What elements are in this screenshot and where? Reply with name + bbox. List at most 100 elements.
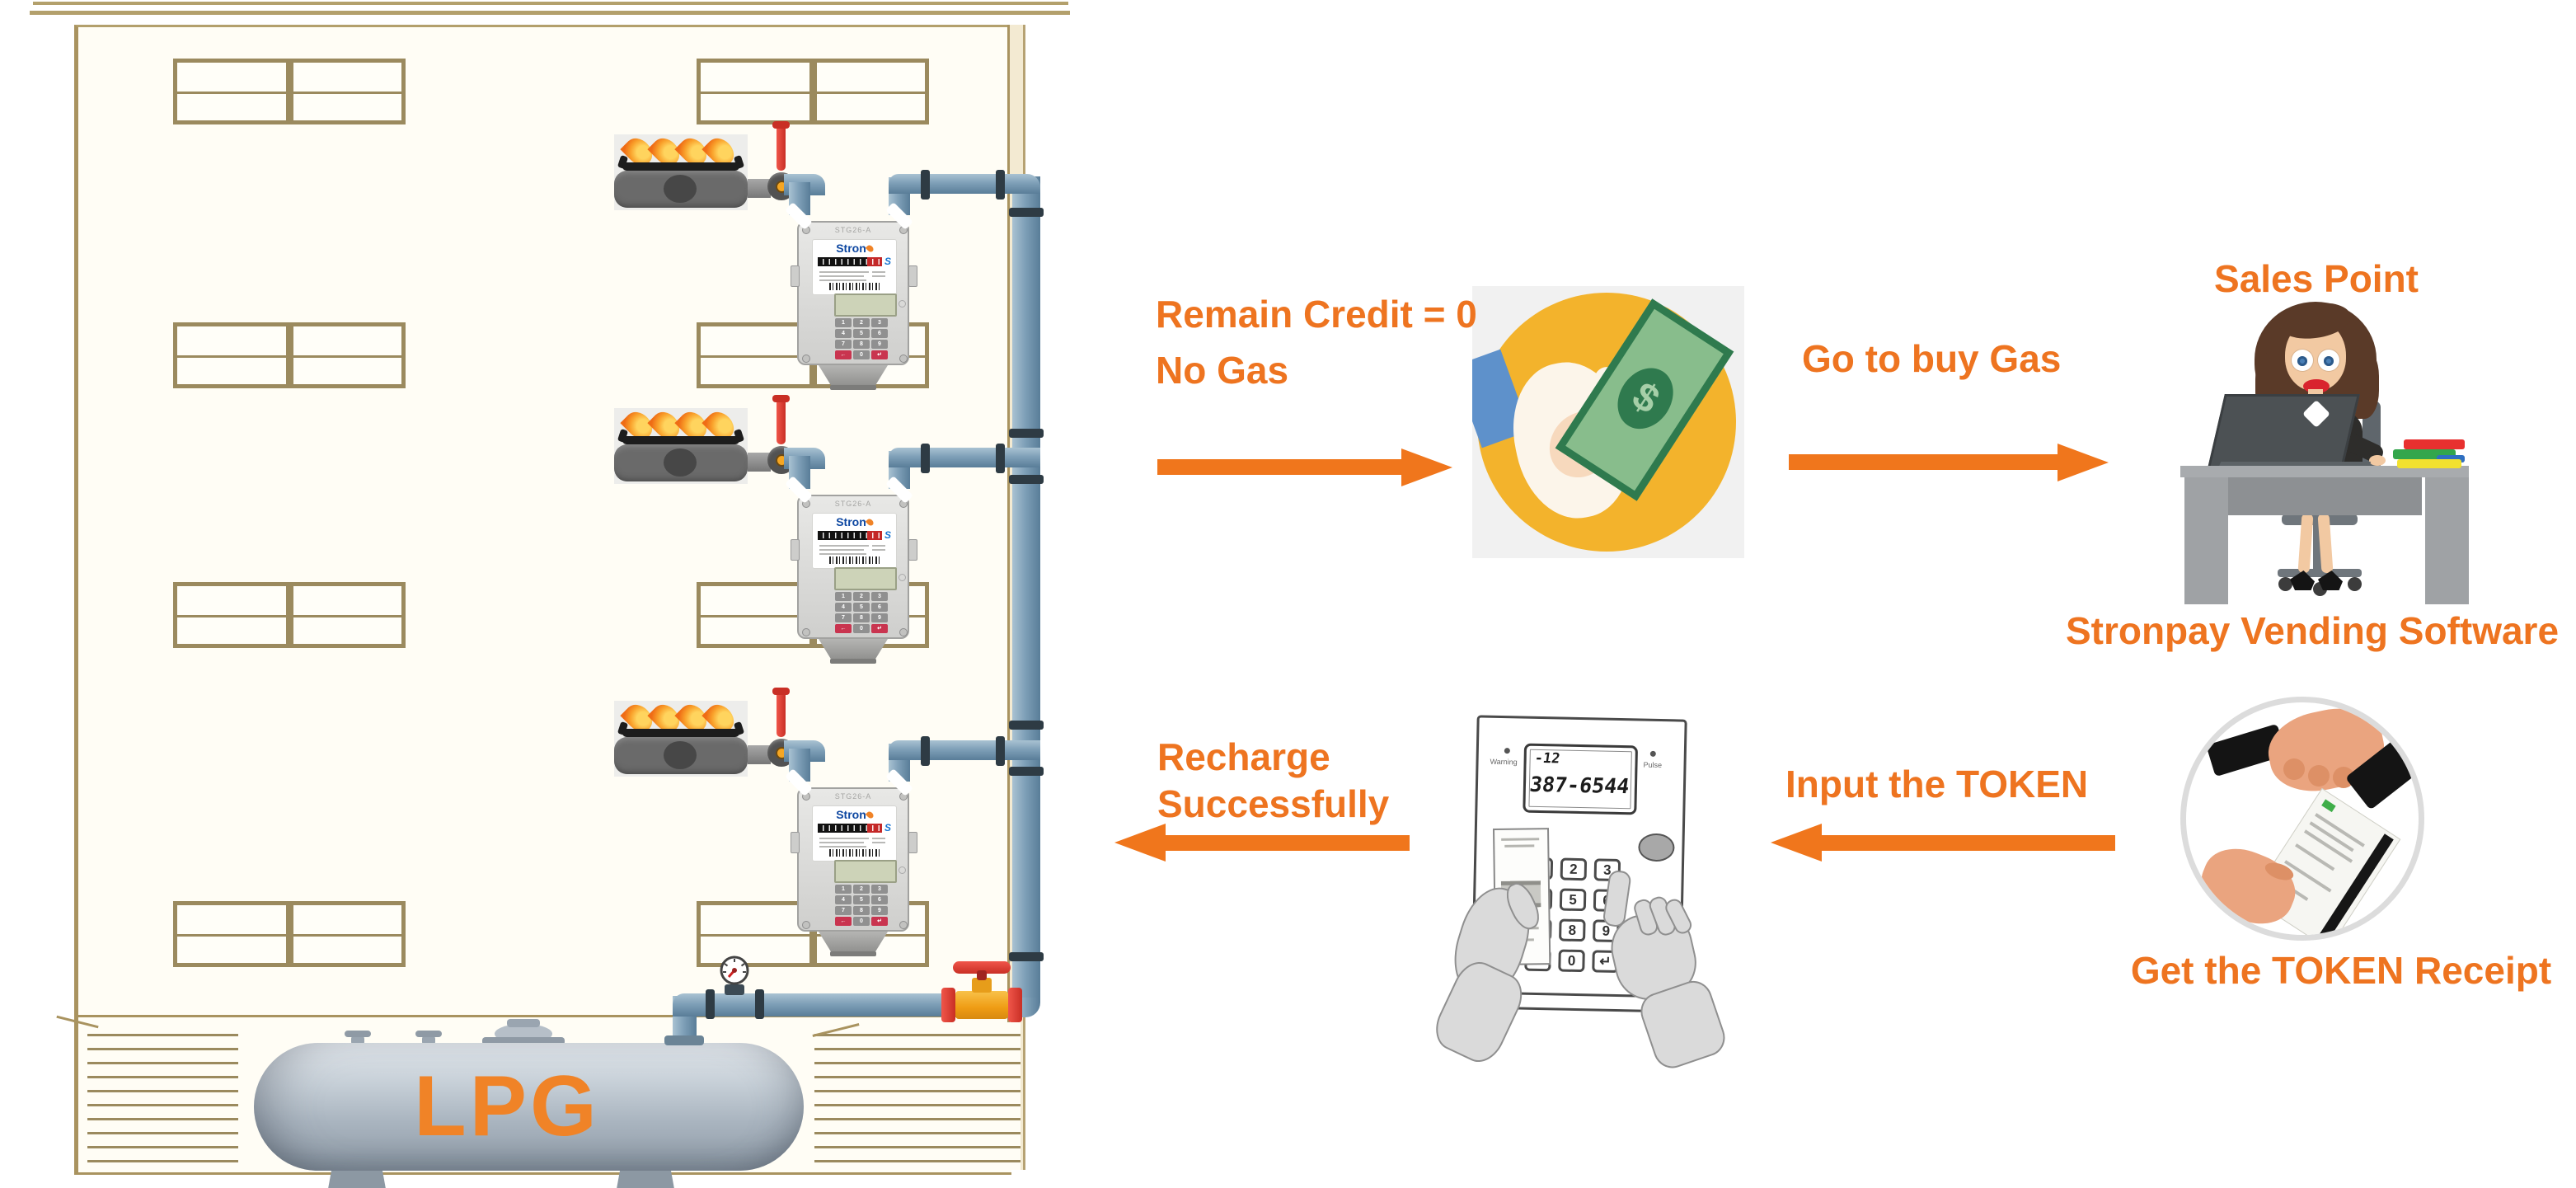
main-valve-hub <box>977 970 987 980</box>
receipt-text-line <box>1504 844 1535 848</box>
spec-line <box>872 545 885 547</box>
pipe-coupling <box>1009 767 1044 776</box>
foundation-top-line <box>74 1015 1021 1017</box>
arrow-left-icon <box>1114 824 1166 862</box>
arrow-device-to-meter <box>1162 835 1410 851</box>
key-1: 1 <box>835 592 852 601</box>
meter-keypad-device-illustration: Warning Pulse -12 387-6544 235689←0↵ <box>1427 715 1730 1073</box>
meter-led <box>899 574 906 581</box>
key-6: 6 <box>871 329 888 338</box>
recharge-label-line1: Recharge <box>1157 735 1330 778</box>
burner-grate <box>622 162 739 171</box>
meter-led <box>899 866 906 874</box>
key-8: 8 <box>853 613 870 622</box>
spec-line <box>819 846 866 848</box>
key-8: 8 <box>1559 918 1586 942</box>
meter-brand: Stron <box>813 242 896 255</box>
meter-label: Stron S <box>812 239 897 295</box>
desk-leg <box>2184 477 2228 604</box>
gauge-fitting <box>725 984 744 995</box>
key-1: 1 <box>835 885 852 894</box>
knuckle <box>2283 758 2305 780</box>
arrow-receipt-to-device <box>1818 835 2115 851</box>
flame-logo-icon <box>865 810 875 820</box>
window-bar <box>177 355 401 358</box>
meter-model: STG26-A <box>834 226 872 234</box>
window-bar <box>701 92 925 94</box>
meter-tab <box>908 265 917 287</box>
recharge-label-line2: Successfully <box>1157 782 1390 825</box>
meter-base-lip <box>830 385 876 390</box>
screw <box>899 355 908 363</box>
warning-led-icon <box>1504 748 1510 754</box>
chair-base <box>2278 569 2362 577</box>
arrow-left-icon <box>1771 824 1822 862</box>
window-bar <box>177 934 401 937</box>
burner-valve-lever <box>777 398 786 444</box>
key-5: 5 <box>853 895 870 904</box>
key-0: 0 <box>1558 949 1585 973</box>
window <box>173 582 406 648</box>
spec-line <box>872 549 885 551</box>
dollar-sign: $ <box>1606 357 1685 439</box>
desk-top <box>2180 466 2469 477</box>
main-riser-pipe <box>1012 176 1040 998</box>
branch-pipe <box>889 740 1040 760</box>
key-6: 6 <box>871 895 888 904</box>
pipe-coupling <box>1009 208 1044 217</box>
burner-valve-lever-cap <box>772 121 790 129</box>
key-9: 9 <box>871 340 888 349</box>
token-receipt-illustration <box>2180 697 2424 941</box>
main-valve-handle <box>953 961 1011 974</box>
meter-brand-text: Stron <box>836 808 866 821</box>
key-4: 4 <box>835 895 852 904</box>
arrow-no-credit-to-money <box>1157 459 1405 475</box>
burner-grate <box>622 436 739 444</box>
pipe-coupling <box>996 736 1005 766</box>
key-5: 5 <box>853 603 870 612</box>
hand <box>2369 455 2386 466</box>
pipe-coupling <box>996 170 1005 200</box>
key-7: 7 <box>835 613 852 622</box>
pipe-coupling <box>1009 721 1044 730</box>
chair-wheel <box>2348 577 2362 591</box>
key-1: 1 <box>835 318 852 327</box>
screw <box>802 921 810 929</box>
meter-tab <box>908 832 917 853</box>
spec-line <box>819 545 869 547</box>
spec-line <box>819 838 869 839</box>
window <box>173 59 406 124</box>
spec-line <box>872 838 885 839</box>
roof-line-top <box>33 2 1068 5</box>
meter-lcd <box>834 860 897 883</box>
no-gas-label: No Gas <box>1156 349 1289 392</box>
meter-brand: Stron <box>813 515 896 528</box>
spec-line <box>819 271 869 273</box>
branch-pipe <box>889 448 1040 467</box>
roof-line-eave <box>30 11 1070 15</box>
lpg-tank-label: LPG <box>414 1059 600 1154</box>
key-7: 7 <box>835 906 852 915</box>
barcode <box>829 556 880 564</box>
chair-wheel <box>2278 577 2292 591</box>
branch-pipe <box>889 174 1040 194</box>
window-bar <box>701 934 925 937</box>
flame-logo-icon <box>865 517 875 528</box>
tank-nozzle-cap <box>345 1031 371 1037</box>
meter-brand: Stron <box>813 808 896 821</box>
burner-valve-lever <box>777 691 786 737</box>
pulse-led-icon <box>1649 750 1656 757</box>
pipe-coupling <box>706 989 715 1019</box>
arrow-right-icon <box>1401 448 1452 486</box>
meter-model: STG26-A <box>834 500 872 508</box>
receipt-logo <box>2321 799 2336 813</box>
valve-flange <box>1008 988 1022 1022</box>
key-3: 3 <box>871 592 888 601</box>
meter-odometer <box>818 531 882 540</box>
pipe-coupling <box>1009 952 1044 961</box>
window <box>697 59 929 124</box>
